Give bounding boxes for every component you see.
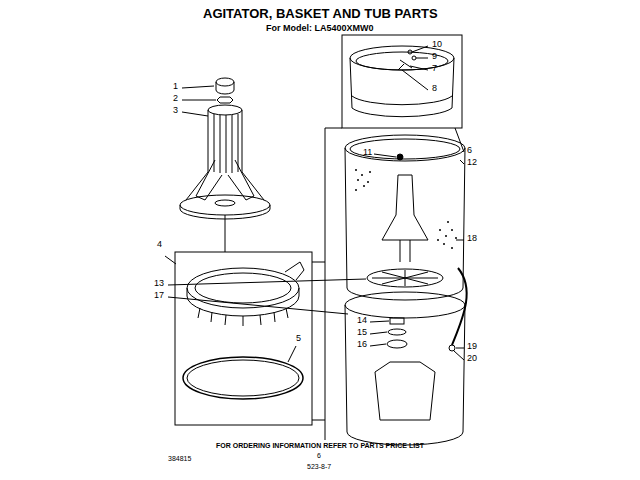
callout-number: 10 xyxy=(432,40,442,50)
callout-number: 20 xyxy=(467,354,477,364)
bracket-line xyxy=(312,128,342,440)
callout-number: 14 xyxy=(357,316,367,326)
part-group-box xyxy=(342,35,462,128)
gasket-drawing xyxy=(183,357,303,399)
subtitle: For Model: LA5400XMW0 xyxy=(266,24,374,34)
callout-number: 5 xyxy=(296,334,301,344)
callout-number: 2 xyxy=(173,94,178,104)
balance-ring-drawing xyxy=(350,46,454,117)
tub-drawing xyxy=(345,292,465,445)
callout-number: 11 xyxy=(363,148,372,158)
part-group-box xyxy=(175,252,312,425)
footer-note: FOR ORDERING INFORMATION REFER TO PARTS … xyxy=(216,442,424,450)
callout-number: 7 xyxy=(432,64,437,74)
callout-number: 1 xyxy=(173,82,178,92)
leader-lines xyxy=(165,46,464,362)
callout-number: 13 xyxy=(154,279,164,289)
hub-disc-drawing xyxy=(367,269,443,287)
hose-drawing xyxy=(452,268,467,345)
revision-code: 523-8-7 xyxy=(307,463,331,471)
ring-drawing xyxy=(187,262,304,326)
callout-number: 17 xyxy=(154,291,164,301)
callout-number: 19 xyxy=(467,342,477,352)
callout-number: 9 xyxy=(432,52,437,62)
callout-number: 12 xyxy=(467,158,477,168)
callout-number: 16 xyxy=(357,340,367,350)
agitator-drawing xyxy=(180,78,270,228)
callout-number: 15 xyxy=(357,328,367,338)
diagram-title: AGITATOR, BASKET AND TUB PARTS xyxy=(203,7,438,21)
callout-number: 8 xyxy=(432,84,437,94)
basket-drawing xyxy=(345,135,465,300)
callout-number: 6 xyxy=(467,146,472,156)
callout-number: 3 xyxy=(173,106,178,116)
page-number: 6 xyxy=(317,452,321,460)
hose-clamp xyxy=(449,345,455,351)
drawing-number: 384815 xyxy=(168,455,191,463)
bracket-line xyxy=(225,228,226,252)
callout-number: 4 xyxy=(157,240,162,250)
callout-number: 18 xyxy=(467,234,477,244)
